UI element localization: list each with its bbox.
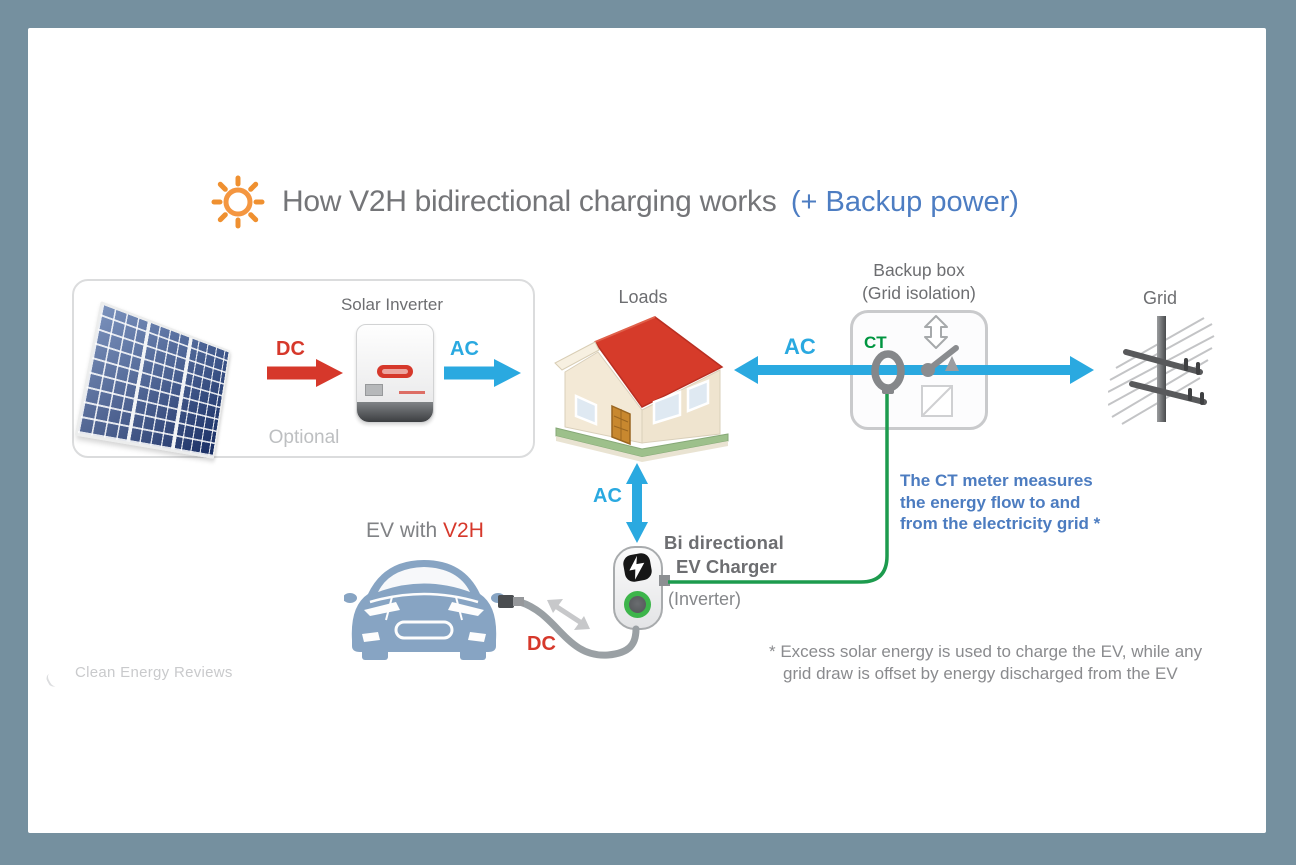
backup-box-subtitle: (Grid isolation): [819, 283, 1019, 304]
switch-icon: [921, 348, 959, 377]
ct-note: The CT meter measures the energy flow to…: [900, 470, 1140, 535]
charger-label-line1: Bi directional: [664, 532, 784, 554]
watermark-text: Clean Energy Reviews: [75, 664, 233, 681]
inverter-bottom-section: [357, 402, 433, 422]
grid-label: Grid: [1110, 288, 1210, 309]
ct-clamp-icon: [875, 354, 901, 394]
title-text: How V2H bidirectional charging works: [282, 185, 776, 218]
ac-vertical-label: AC: [593, 485, 622, 508]
solar-inverter-label: Solar Inverter: [312, 295, 472, 315]
charger-label-line3: (Inverter): [668, 589, 741, 610]
footnote-line1: * Excess solar energy is used to charge …: [769, 641, 1249, 663]
title-suffix: (+ Backup power): [791, 186, 1019, 218]
ev-car-illustration: [344, 540, 504, 662]
ev-label-prefix: EV with: [366, 519, 443, 542]
updown-arrow-icon: [925, 316, 947, 348]
inverter-red-text: [399, 391, 425, 394]
ct-note-line2: the energy flow to and: [900, 492, 1140, 514]
charger-label-line2: EV Charger: [676, 556, 777, 578]
solar-panel-grid: [75, 301, 231, 459]
ct-label: CT: [864, 333, 887, 353]
ev-label-v2h: V2H: [443, 519, 484, 542]
solar-inverter-device: [356, 324, 434, 423]
solar-ac-label: AC: [450, 338, 479, 361]
ct-note-line1: The CT meter measures: [900, 470, 1140, 492]
charger-bolt-icon: [622, 552, 653, 583]
ac-main-label: AC: [784, 334, 816, 360]
footnote-line2: grid draw is offset by energy discharged…: [769, 663, 1249, 685]
sun-icon: [210, 174, 266, 230]
charger-socket: [624, 591, 651, 618]
relay-icon: [922, 386, 952, 416]
solar-panels-illustration: [88, 298, 288, 430]
page-title: How V2H bidirectional charging works (+ …: [282, 185, 1019, 219]
solar-dc-label: DC: [276, 338, 305, 361]
inverter-logo: [377, 365, 413, 378]
backup-box-internals: [850, 310, 988, 430]
loads-label: Loads: [593, 287, 693, 308]
house-illustration: [550, 310, 734, 465]
dc-cable-label: DC: [527, 633, 556, 656]
ev-charger-device: [613, 546, 663, 630]
optional-label: Optional: [234, 427, 374, 449]
inverter-display: [365, 384, 383, 396]
title-row: How V2H bidirectional charging works (+ …: [210, 174, 1019, 230]
ev-label: EV with V2H: [366, 519, 484, 543]
backup-box-title: Backup box: [819, 260, 1019, 281]
grid-tower-illustration: [1108, 310, 1216, 428]
footnote: * Excess solar energy is used to charge …: [769, 641, 1249, 685]
ct-note-line3: from the electricity grid *: [900, 513, 1140, 535]
charger-side-connector: [659, 575, 670, 586]
